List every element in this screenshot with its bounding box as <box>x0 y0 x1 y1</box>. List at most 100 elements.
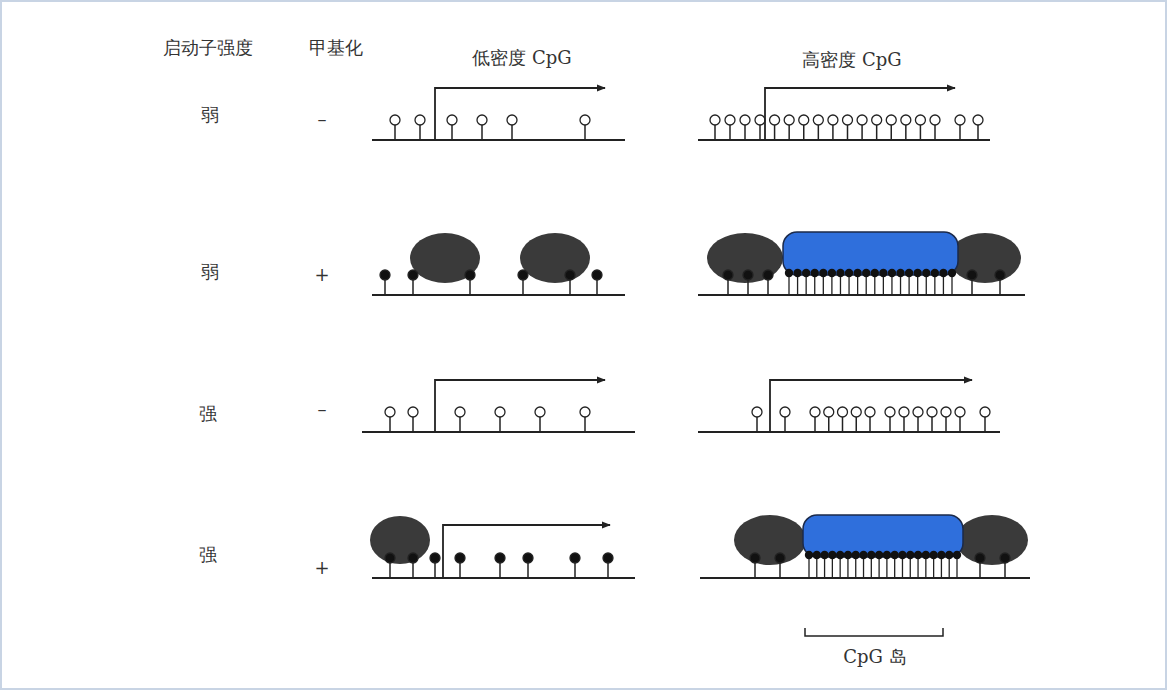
unmethylated-cpg <box>725 115 735 125</box>
cpg-stem <box>977 125 979 140</box>
methylated-cpg <box>967 270 977 280</box>
methylated-cpg <box>883 551 891 559</box>
methylated-cpg <box>945 551 953 559</box>
cpg-stem <box>832 557 833 578</box>
methylated-cpg <box>896 269 904 277</box>
methylated-cpg <box>455 553 465 563</box>
unmethylated-cpg <box>784 115 794 125</box>
methylated-cpg <box>408 270 418 280</box>
cpg-stem <box>840 275 841 295</box>
cpg-stem <box>434 563 436 578</box>
methylated-cpg <box>867 551 875 559</box>
methylated-cpg <box>922 551 930 559</box>
cpg-stem <box>569 280 571 295</box>
unmethylated-cpg <box>710 115 720 125</box>
cpg-stem <box>394 125 396 140</box>
cpg-stem <box>855 557 856 578</box>
cpg-stem <box>818 125 820 140</box>
cpg-stem <box>412 280 414 295</box>
methylated-cpg <box>465 270 475 280</box>
unmethylated-cpg <box>824 407 834 417</box>
cpg-stem <box>883 275 884 295</box>
row-label: + <box>314 264 329 286</box>
cpg-stem <box>903 417 905 432</box>
cpg-stem <box>828 417 830 432</box>
cpg-stem <box>522 280 524 295</box>
transcription-arrow <box>443 525 610 578</box>
cpg-stem <box>999 280 1001 295</box>
methylated-cpg <box>937 551 945 559</box>
cpg-stem <box>945 417 947 432</box>
dna-strand <box>362 431 635 433</box>
transcription-arrow <box>435 380 605 432</box>
dna-strand <box>698 431 1000 433</box>
cpg-stem <box>784 417 786 432</box>
cpg-stem <box>499 563 501 578</box>
cpg-stem <box>933 557 934 578</box>
cpg-stem <box>759 125 761 140</box>
cpg-stem <box>917 275 918 295</box>
methylated-cpg <box>898 551 906 559</box>
cpg-stem <box>951 275 952 295</box>
unmethylated-cpg <box>980 407 990 417</box>
cpg-stem <box>539 417 541 432</box>
cpg-stem <box>971 280 973 295</box>
unmethylated-cpg <box>535 407 545 417</box>
unmethylated-cpg <box>872 115 882 125</box>
methylated-cpg <box>828 551 836 559</box>
methylated-cpg <box>811 269 819 277</box>
methylated-cpg <box>785 269 793 277</box>
cpg-stem <box>831 275 832 295</box>
column-header: 低密度 CpG <box>472 47 571 69</box>
column-header: 高密度 CpG <box>802 49 901 71</box>
cpg-stem <box>481 125 483 140</box>
cpg-stem <box>917 557 918 578</box>
methylated-cpg <box>862 269 870 277</box>
cpg-stem <box>779 563 781 578</box>
methylated-cpg <box>853 269 861 277</box>
methylated-cpg <box>852 551 860 559</box>
unmethylated-cpg <box>973 115 983 125</box>
unmethylated-cpg <box>477 115 487 125</box>
unmethylated-cpg <box>740 115 750 125</box>
cpg-stem <box>451 125 453 140</box>
unmethylated-cpg <box>899 407 909 417</box>
cpg-stem <box>389 417 391 432</box>
cpg-stem <box>459 563 461 578</box>
cpg-stem <box>814 417 816 432</box>
methylated-cpg <box>819 269 827 277</box>
bracket <box>805 628 943 636</box>
unmethylated-cpg <box>886 115 896 125</box>
methylated-cpg <box>385 553 395 563</box>
unmethylated-cpg <box>385 407 395 417</box>
methylated-cpg <box>408 553 418 563</box>
cpg-stem <box>803 125 805 140</box>
cpg-stem <box>941 557 942 578</box>
row-label: 弱 <box>201 104 219 126</box>
unmethylated-cpg <box>885 407 895 417</box>
cpg-stem <box>754 563 756 578</box>
cpg-stem <box>959 125 961 140</box>
methylated-cpg <box>380 270 390 280</box>
repressor-complex <box>783 232 958 275</box>
cpg-stem <box>499 417 501 432</box>
cpg-stem <box>943 275 944 295</box>
cpg-stem <box>869 417 871 432</box>
cpg-stem <box>596 280 598 295</box>
methylated-cpg <box>939 269 947 277</box>
cpg-stem <box>910 557 911 578</box>
unmethylated-cpg <box>455 407 465 417</box>
mbd-protein <box>956 515 1028 565</box>
cpg-stem <box>788 275 789 295</box>
methylated-cpg <box>723 270 733 280</box>
methylated-cpg <box>906 551 914 559</box>
cpg-stem <box>847 125 849 140</box>
row-label: 强 <box>199 544 217 566</box>
mbd-protein <box>707 233 783 283</box>
methylated-cpg <box>836 269 844 277</box>
cpg-stem <box>729 125 731 140</box>
cpg-stem <box>412 417 414 432</box>
cpg-stem <box>984 417 986 432</box>
cpg-stem <box>747 280 749 295</box>
